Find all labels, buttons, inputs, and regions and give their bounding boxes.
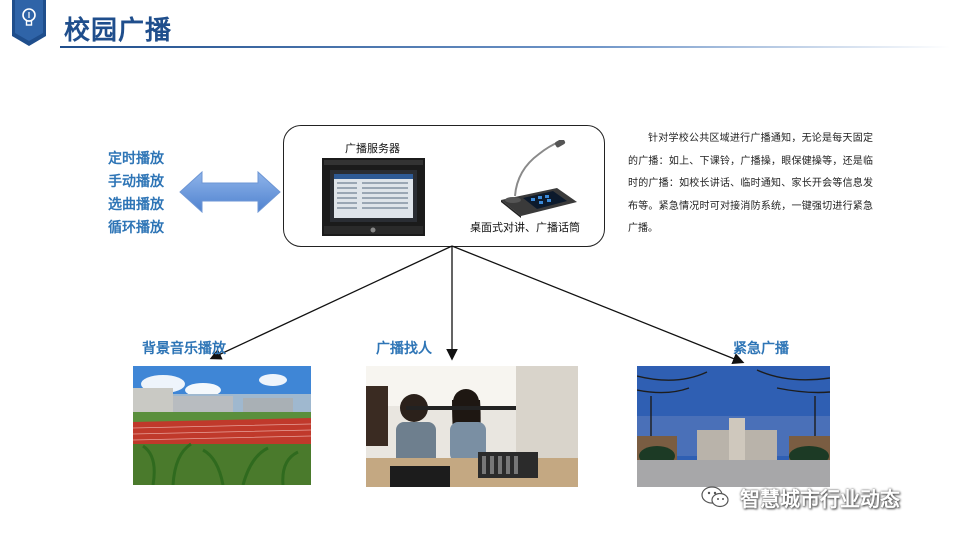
server-rack-image: [322, 158, 425, 236]
school-building-photo: [637, 366, 830, 487]
arrow-to-emergency: [451, 245, 745, 365]
mode-manual: 手动播放: [108, 174, 164, 190]
microphone-label: 桌面式对讲、广播话筒: [470, 221, 580, 234]
branch-label-background-music: 背景音乐播放: [142, 341, 226, 357]
branch-label-emergency: 紧急广播: [733, 341, 789, 357]
campus-field-photo: [133, 366, 311, 485]
lightbulb-badge-icon: [12, 0, 46, 46]
mode-loop: 循环播放: [108, 220, 164, 236]
wechat-icon: [701, 486, 729, 508]
branch-label-paging: 广播找人: [376, 341, 432, 357]
mode-select-track: 选曲播放: [108, 197, 164, 213]
desktop-microphone-image: [501, 140, 577, 218]
broadcast-studio-photo: [366, 366, 578, 487]
description-text: 针对学校公共区域进行广播通知，无论是每天固定的广播：如上、下课铃，广播操，眼保健…: [628, 133, 873, 234]
server-label: 广播服务器: [345, 142, 400, 155]
arrow-to-background-music: [209, 245, 453, 360]
double-arrow-icon: [179, 170, 281, 214]
watermark-text: 智慧城市行业动态: [740, 487, 900, 511]
mode-scheduled: 定时播放: [108, 151, 164, 167]
title-divider: [60, 46, 950, 48]
page-title: 校园广播: [64, 16, 173, 46]
